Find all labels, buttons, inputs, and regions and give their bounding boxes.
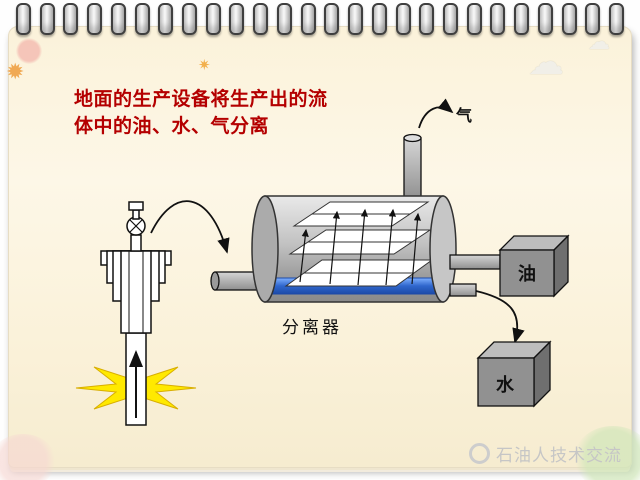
gas-label: 气 bbox=[456, 106, 473, 125]
watermark-text: 石油人技术交流 bbox=[496, 446, 622, 466]
vessel-left-head bbox=[251, 195, 279, 303]
binder-ring-icon bbox=[134, 3, 150, 35]
binder-ring-icon bbox=[419, 3, 435, 35]
oil-outlet-pipe bbox=[449, 254, 501, 270]
flow-arrow-well-to-separator bbox=[150, 200, 230, 254]
binder-ring-icon bbox=[324, 3, 340, 35]
binder-ring-icon bbox=[490, 3, 506, 35]
binder-ring-icon bbox=[561, 3, 577, 35]
binder-ring-icon bbox=[16, 3, 31, 35]
binder-ring-icon bbox=[229, 3, 245, 35]
water-flow-arrow bbox=[475, 290, 525, 344]
binder-ring-icon bbox=[395, 3, 411, 35]
binder-ring-icon bbox=[182, 3, 198, 35]
vessel-right-head bbox=[429, 195, 457, 303]
water-tank-box bbox=[476, 340, 552, 408]
separator-label: 分离器 bbox=[282, 318, 342, 338]
binder-ring-icon bbox=[39, 3, 55, 35]
watermark-logo-icon bbox=[469, 443, 490, 464]
binder-ring-icon bbox=[87, 3, 103, 35]
binder-ring-icon bbox=[514, 3, 530, 35]
oil-tank-box bbox=[498, 234, 570, 298]
watermark: 石油人技术交流 bbox=[469, 441, 622, 466]
gas-flow-arrow bbox=[418, 98, 454, 129]
water-label: 水 bbox=[496, 375, 514, 396]
binder-ring-icon bbox=[300, 3, 316, 35]
title-line-2: 体中的油、水、气分离 bbox=[74, 115, 270, 137]
title-line-1: 地面的生产设备将生产出的流 bbox=[74, 88, 328, 110]
internal-flow-arrows bbox=[299, 208, 422, 286]
binder-ring-icon bbox=[348, 3, 364, 35]
binder-ring-icon bbox=[442, 3, 458, 35]
binder-ring-icon bbox=[371, 3, 387, 35]
binder-ring-icon bbox=[158, 3, 174, 35]
binder-ring-icon bbox=[205, 3, 221, 35]
binder-ring-icon bbox=[585, 3, 601, 35]
binder-ring-icon bbox=[276, 3, 292, 35]
spiral-binding bbox=[0, 3, 640, 35]
binder-ring-icon bbox=[253, 3, 269, 35]
binder-ring-icon bbox=[608, 3, 624, 35]
slide-title: 地面的生产设备将生产出的流 体中的油、水、气分离 bbox=[74, 86, 328, 140]
wellhead-illustration bbox=[75, 201, 197, 426]
water-outlet-pipe bbox=[449, 283, 477, 297]
binder-ring-icon bbox=[537, 3, 553, 35]
binder-ring-icon bbox=[466, 3, 482, 35]
binder-ring-icon bbox=[110, 3, 126, 35]
gas-outlet-pipe bbox=[403, 133, 422, 201]
separator-vessel bbox=[251, 195, 457, 303]
binder-ring-icon bbox=[63, 3, 79, 35]
oil-label: 油 bbox=[518, 264, 536, 285]
